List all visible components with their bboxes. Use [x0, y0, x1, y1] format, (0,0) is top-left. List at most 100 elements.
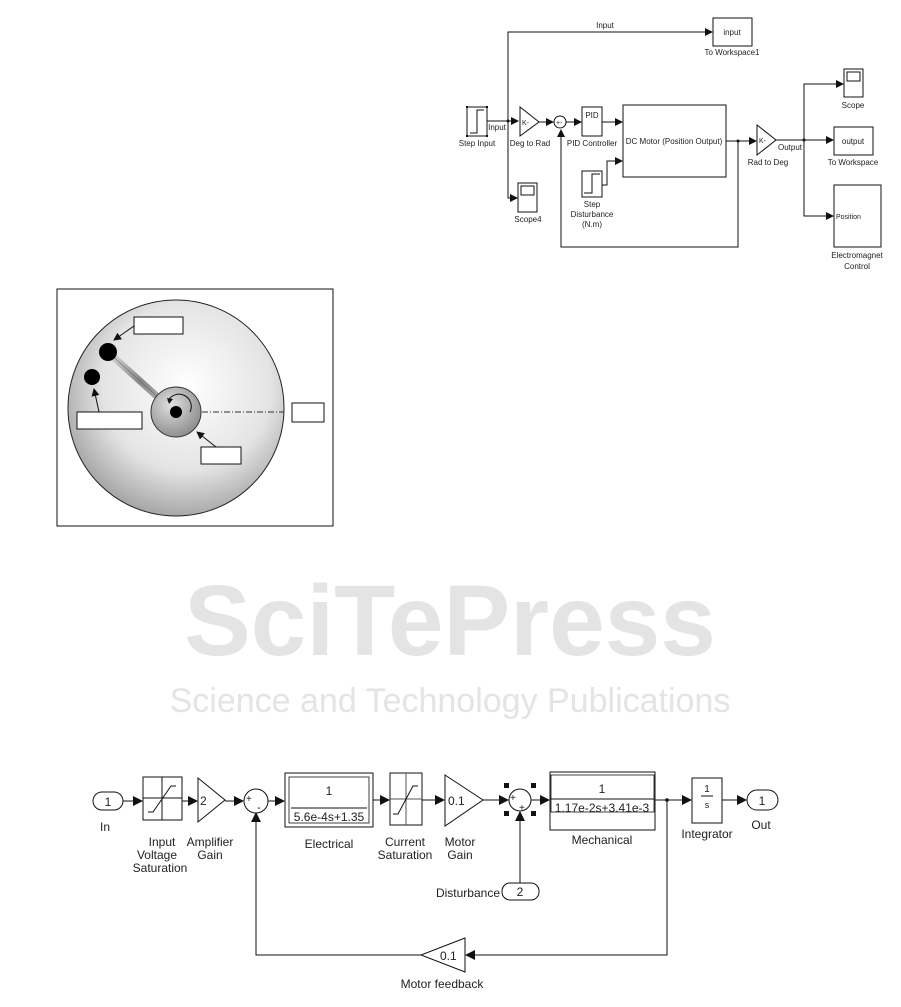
electrical-numerator: 1 — [326, 784, 333, 798]
electromagnet-control-block[interactable]: Position — [833, 184, 882, 248]
input-voltage-saturation-block[interactable] — [142, 776, 183, 821]
electromagnet-label-1: Electromagnet — [831, 251, 883, 260]
electromagnet-port: Position — [836, 214, 861, 221]
gain-value: K- — [759, 138, 767, 145]
mechanical-numerator: 1 — [599, 782, 606, 796]
motor-feedback-value: 0.1 — [440, 949, 457, 963]
electrical-denominator: 5.6e-4s+1.35 — [294, 810, 365, 824]
watermark-brand: SciTePress — [184, 565, 716, 677]
integrator-block[interactable]: 1 s — [691, 777, 723, 824]
scope4-block[interactable] — [517, 182, 538, 213]
input-saturation-label-3: Saturation — [133, 861, 188, 875]
amplifier-gain-value: 2 — [200, 794, 207, 808]
motor-gain-block[interactable]: 0.1 — [444, 774, 484, 827]
simulink-position-control-diagram: Input Input Output Step Input K- Deg to … — [459, 17, 884, 271]
motor-feedback-label: Motor feedback — [401, 977, 485, 991]
wire-output-to-scope — [803, 80, 844, 140]
to-workspace-block[interactable]: output — [833, 126, 874, 156]
motor-gain-label-1: Motor — [445, 835, 476, 849]
to-workspace-label: To Workspace — [828, 158, 879, 167]
step-input-block[interactable] — [466, 106, 488, 137]
wire-input-to-workspace1 — [507, 28, 713, 121]
saturation-icon — [148, 785, 176, 813]
scope-label: Scope — [842, 101, 865, 110]
scope-block[interactable] — [843, 68, 864, 98]
motor-gain-label-2: Gain — [447, 848, 472, 862]
wire-output-to-electromagnet — [803, 140, 834, 220]
motor-gain-value: 0.1 — [448, 794, 465, 808]
out-port-label: Out — [751, 818, 771, 832]
disturbance-port[interactable]: 2 — [501, 882, 540, 901]
wire-feedback-right — [465, 800, 668, 960]
watermark-tagline: Science and Technology Publications — [170, 682, 731, 720]
to-workspace-var: output — [842, 137, 865, 146]
sum-signs: +- — [556, 120, 563, 127]
in-port[interactable]: 1 — [92, 791, 124, 811]
branch-point — [802, 138, 806, 142]
step-disturbance-label-1: Step — [584, 200, 601, 209]
deg-to-rad-gain[interactable]: K- — [519, 105, 540, 137]
wire-input-to-scope4 — [507, 121, 518, 202]
saturation-icon — [393, 785, 418, 815]
sum1-block[interactable]: + - — [243, 788, 269, 814]
gain-value: K- — [522, 120, 530, 127]
wire-feedback — [557, 129, 739, 248]
selection-handles[interactable] — [504, 783, 536, 816]
amplifier-gain-block[interactable]: 2 — [197, 776, 226, 824]
pendulum-mass — [99, 343, 117, 361]
mechanical-transfer-fcn[interactable]: 1 1.17e-2s+3.41e-3 — [549, 771, 656, 831]
rotation-arrow-icon — [167, 393, 192, 413]
to-workspace1-label: To Workspace1 — [705, 48, 761, 57]
electromagnet-mass — [84, 369, 100, 385]
input-saturation-label-2: Voltage — [137, 848, 177, 862]
out-port[interactable]: 1 — [746, 789, 779, 811]
amplifier-label-2: Gain — [197, 848, 222, 862]
disturbance-label: Disturbance — [436, 886, 500, 900]
step-input-label: Step Input — [459, 139, 496, 148]
label-box-magnet — [76, 411, 143, 430]
simulink-motor-model-diagram: 1 In Input Voltage Saturation 2 Amplifie… — [92, 771, 779, 991]
branch-point — [736, 139, 740, 143]
scope-screen-icon — [520, 185, 535, 196]
mechanical-label: Mechanical — [572, 833, 633, 847]
current-saturation-label-1: Current — [385, 835, 426, 849]
sum2-block[interactable]: + + — [504, 783, 536, 816]
wire-disturbance-to-motor — [602, 157, 623, 186]
scope-screen-icon — [846, 71, 861, 82]
integrator-denominator: s — [705, 800, 710, 810]
in-port-label: In — [100, 820, 110, 834]
step-disturbance-block[interactable] — [581, 170, 603, 198]
motor-shaft — [170, 406, 182, 418]
pid-label: PID Controller — [567, 139, 618, 148]
sum1-plus: + — [246, 794, 252, 805]
sum-block[interactable]: +- — [553, 115, 567, 129]
branch-point — [506, 119, 510, 123]
to-workspace1-block[interactable]: input — [712, 17, 753, 47]
label-box-reference — [291, 402, 325, 423]
disturbance-port-number: 2 — [517, 885, 524, 899]
input-saturation-label-1: Input — [149, 835, 176, 849]
in-port-number: 1 — [105, 795, 112, 809]
wire-feedback-left — [251, 812, 421, 956]
electrical-transfer-fcn[interactable]: 1 5.6e-4s+1.35 — [284, 772, 374, 828]
amplifier-label-1: Amplifier — [187, 835, 234, 849]
deg-to-rad-label: Deg to Rad — [510, 139, 550, 148]
signal-label-output: Output — [778, 143, 803, 152]
pid-text: PID — [585, 111, 599, 120]
dc-motor-subsystem[interactable]: DC Motor (Position Output) — [622, 104, 727, 178]
rad-to-deg-gain[interactable]: K- — [756, 123, 777, 157]
rad-to-deg-label: Rad to Deg — [748, 158, 788, 167]
sum2-plus-left: + — [510, 793, 516, 804]
step-disturbance-label-3: (N.m) — [582, 220, 602, 229]
pid-controller-block[interactable]: PID — [581, 106, 603, 137]
current-saturation-block[interactable] — [389, 772, 423, 826]
integrator-label: Integrator — [681, 827, 732, 841]
step-disturbance-label-2: Disturbance — [571, 210, 614, 219]
out-port-number: 1 — [759, 794, 766, 808]
motor-feedback-gain[interactable]: 0.1 — [419, 937, 466, 973]
dc-motor-label: DC Motor (Position Output) — [626, 137, 723, 146]
current-saturation-label-2: Saturation — [378, 848, 433, 862]
to-workspace1-var: input — [723, 28, 741, 37]
electrical-label: Electrical — [305, 837, 354, 851]
